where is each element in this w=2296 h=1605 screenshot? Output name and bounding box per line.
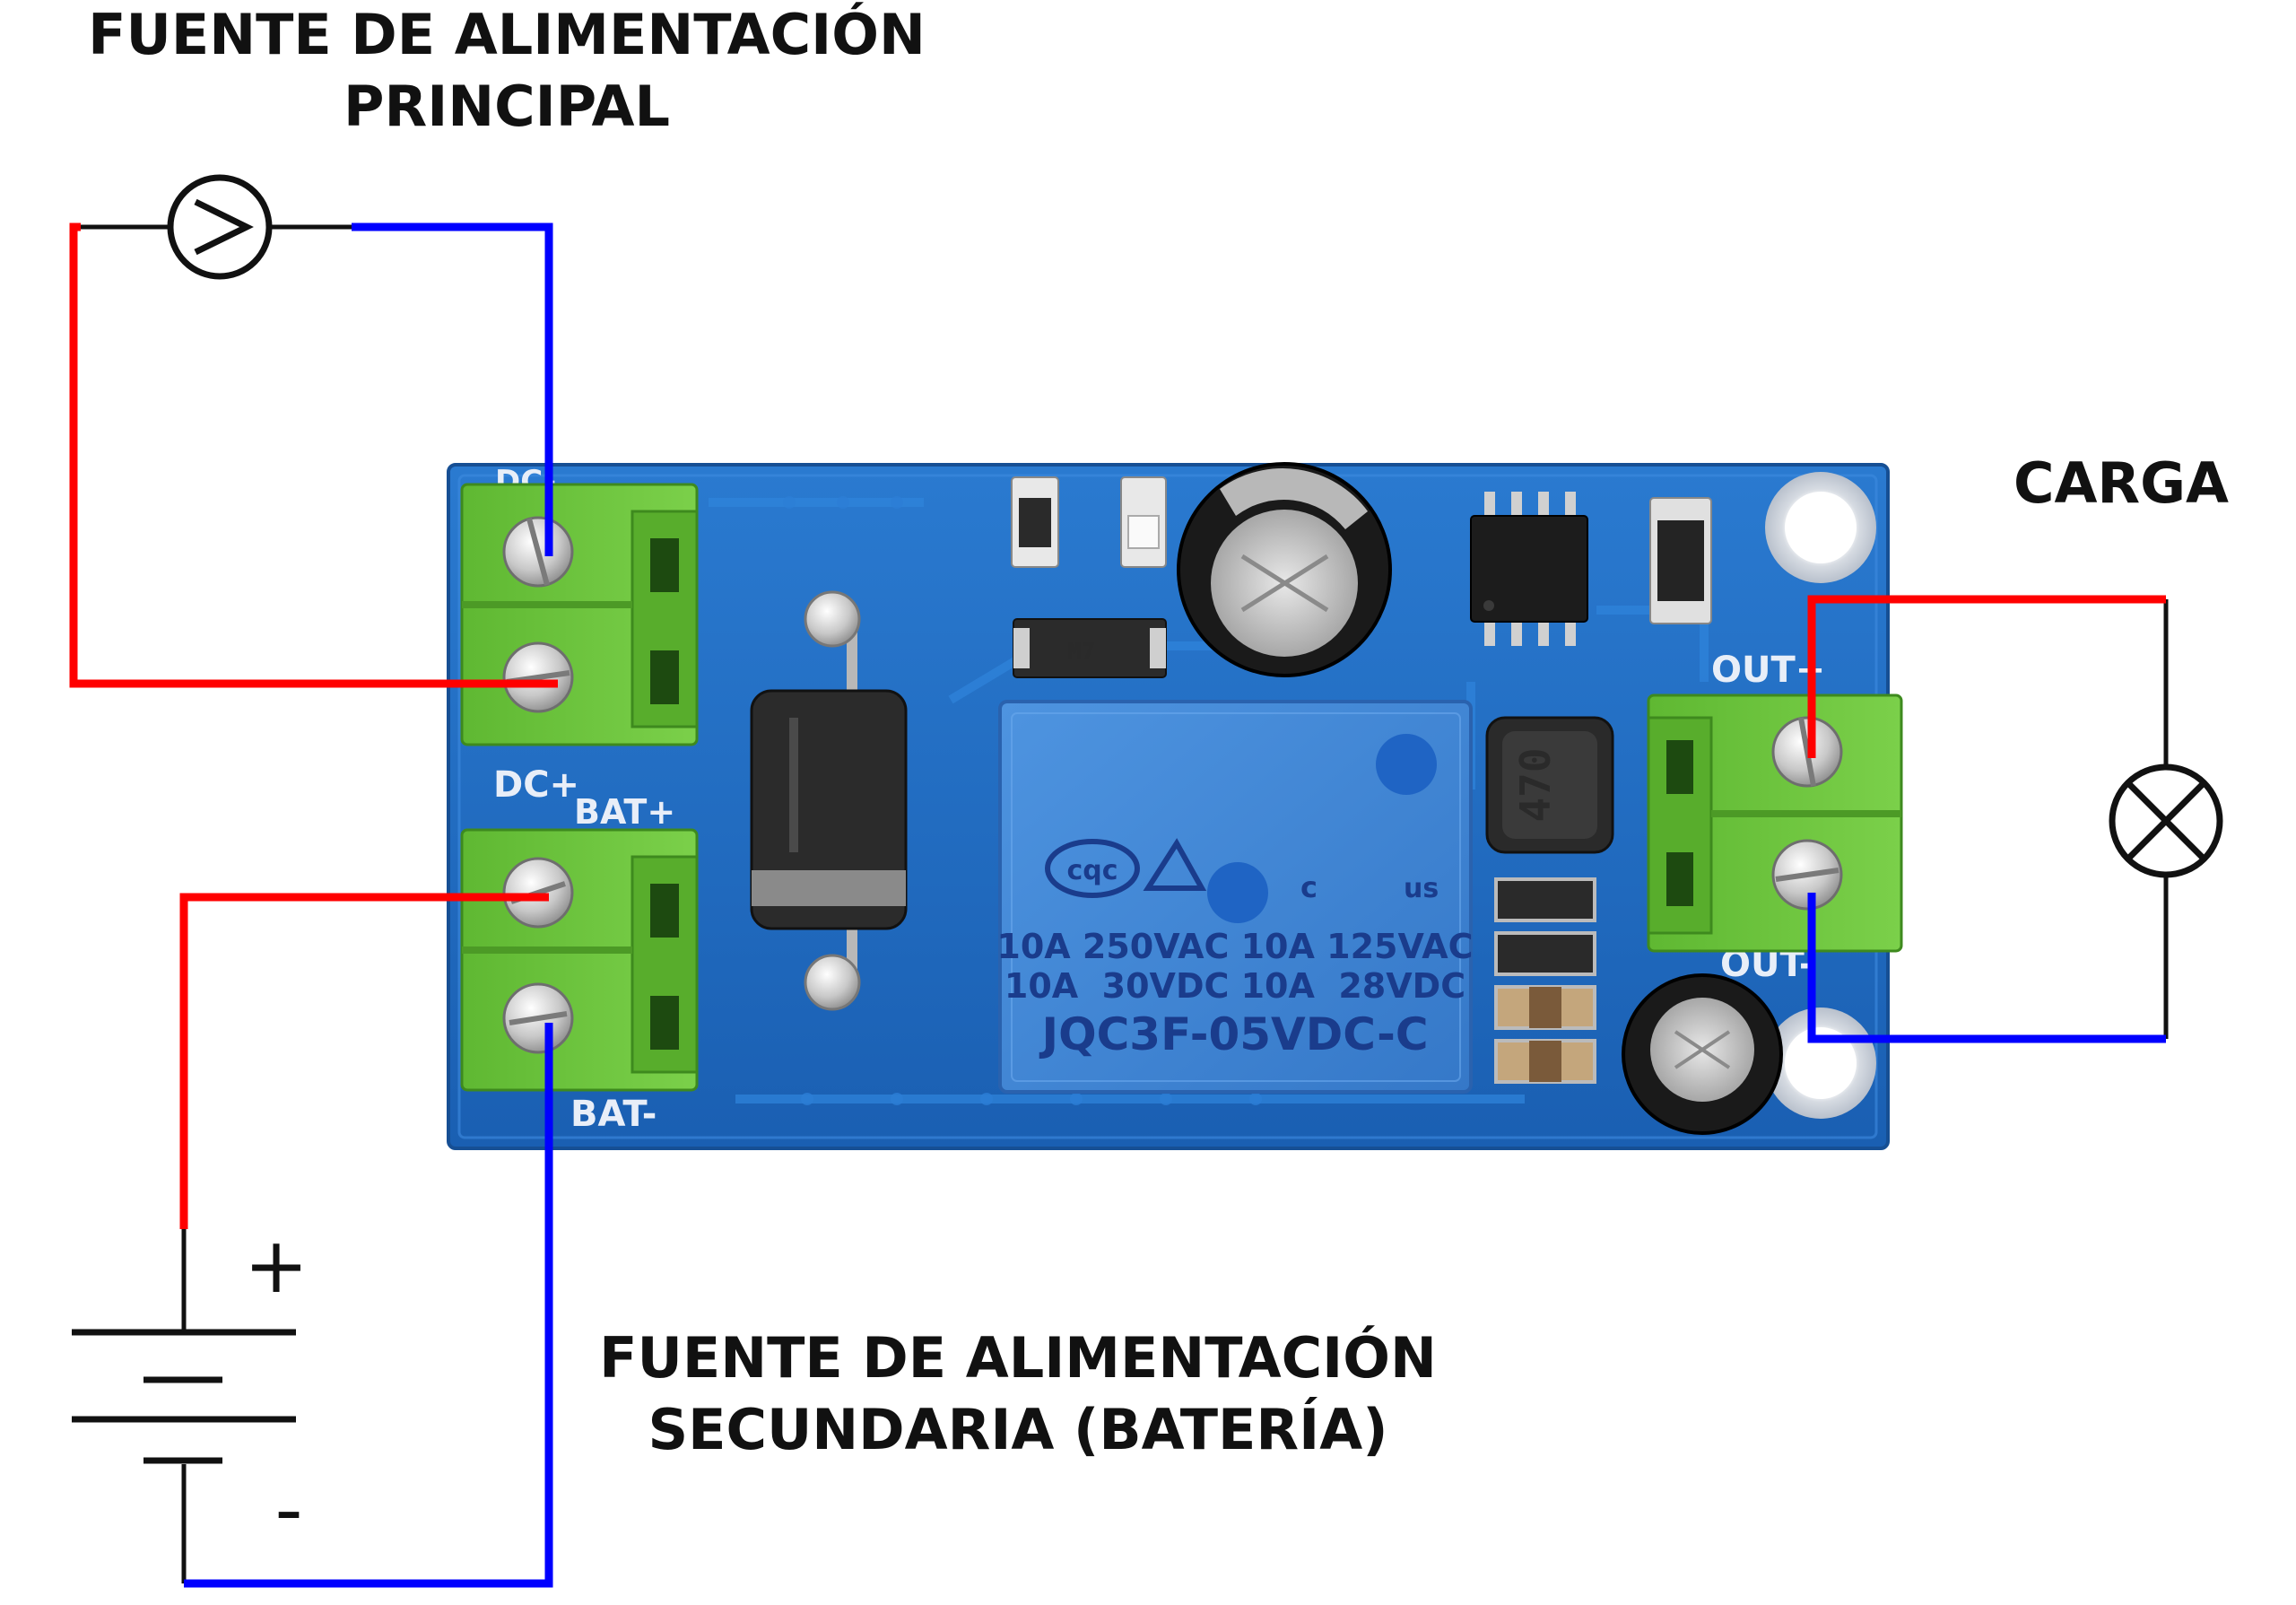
ic-chip — [1470, 492, 1588, 646]
output-terminal-block — [1647, 693, 1903, 953]
relay-rating-line2: 10A 30VDC 10A 28VDC — [1004, 966, 1465, 1006]
power-inductor: 470 — [1485, 716, 1614, 854]
bat-minus-silkscreen: BAT- — [570, 1094, 657, 1135]
relay-model: JQC3F-05VDC-C — [1039, 1008, 1428, 1060]
smd-resistor — [1011, 476, 1059, 568]
diode-code: M7 — [1067, 639, 1095, 666]
main-supply-positive-wire — [69, 222, 558, 688]
wires — [69, 222, 2166, 1588]
load-negative-wire — [1807, 893, 2166, 1043]
electrolytic-capacitor — [1177, 462, 1392, 677]
load-positive-wire — [1807, 595, 2166, 758]
smd-led — [1120, 476, 1167, 568]
dc-input-terminal-block — [460, 483, 699, 746]
main-supply-label-line1: FUENTE DE ALIMENTACIÓN — [88, 2, 926, 67]
battery-input-terminal-block — [460, 828, 699, 1092]
main-supply-symbol — [81, 174, 352, 280]
inductor-code: 470 — [1511, 747, 1560, 822]
load-lamp-symbol — [2109, 599, 2223, 1039]
secondary-supply-label-line1: FUENTE DE ALIMENTACIÓN — [599, 1325, 1437, 1391]
main-supply-negative-wire — [352, 222, 553, 556]
out-plus-silkscreen: OUT+ — [1711, 650, 1825, 691]
battery-minus-sign: - — [274, 1465, 302, 1555]
relay: cqc c us 10A 250VAC 10A 125VAC 10A 30VDC… — [996, 700, 1474, 1094]
secondary-supply-label-line2: SECUNDARIA (BATERÍA) — [648, 1397, 1387, 1462]
battery-negative-wire — [184, 1023, 553, 1588]
battery-symbol — [72, 1229, 296, 1583]
rectifier-diode — [750, 590, 908, 1011]
relay-cert-logo: cqc — [1066, 855, 1118, 886]
dc-plus-silkscreen: DC+ — [493, 764, 579, 806]
relay-mark-c: c — [1300, 870, 1318, 904]
main-supply-label-line2: PRINCIPAL — [344, 74, 670, 139]
load-label: CARGA — [2013, 450, 2229, 516]
small-electrolytic-capacitor — [1622, 973, 1783, 1135]
relay-rating-line1: 10A 250VAC 10A 125VAC — [996, 927, 1473, 966]
bat-plus-silkscreen: BAT+ — [574, 792, 675, 832]
smd-passive-array — [1494, 877, 1596, 1084]
battery-positive-wire — [179, 893, 549, 1229]
smd-diode: M7 — [1013, 618, 1167, 678]
smd-diode-right — [1649, 497, 1712, 624]
relay-us-mark: us — [1404, 873, 1439, 904]
battery-plus-sign: + — [244, 1221, 309, 1311]
